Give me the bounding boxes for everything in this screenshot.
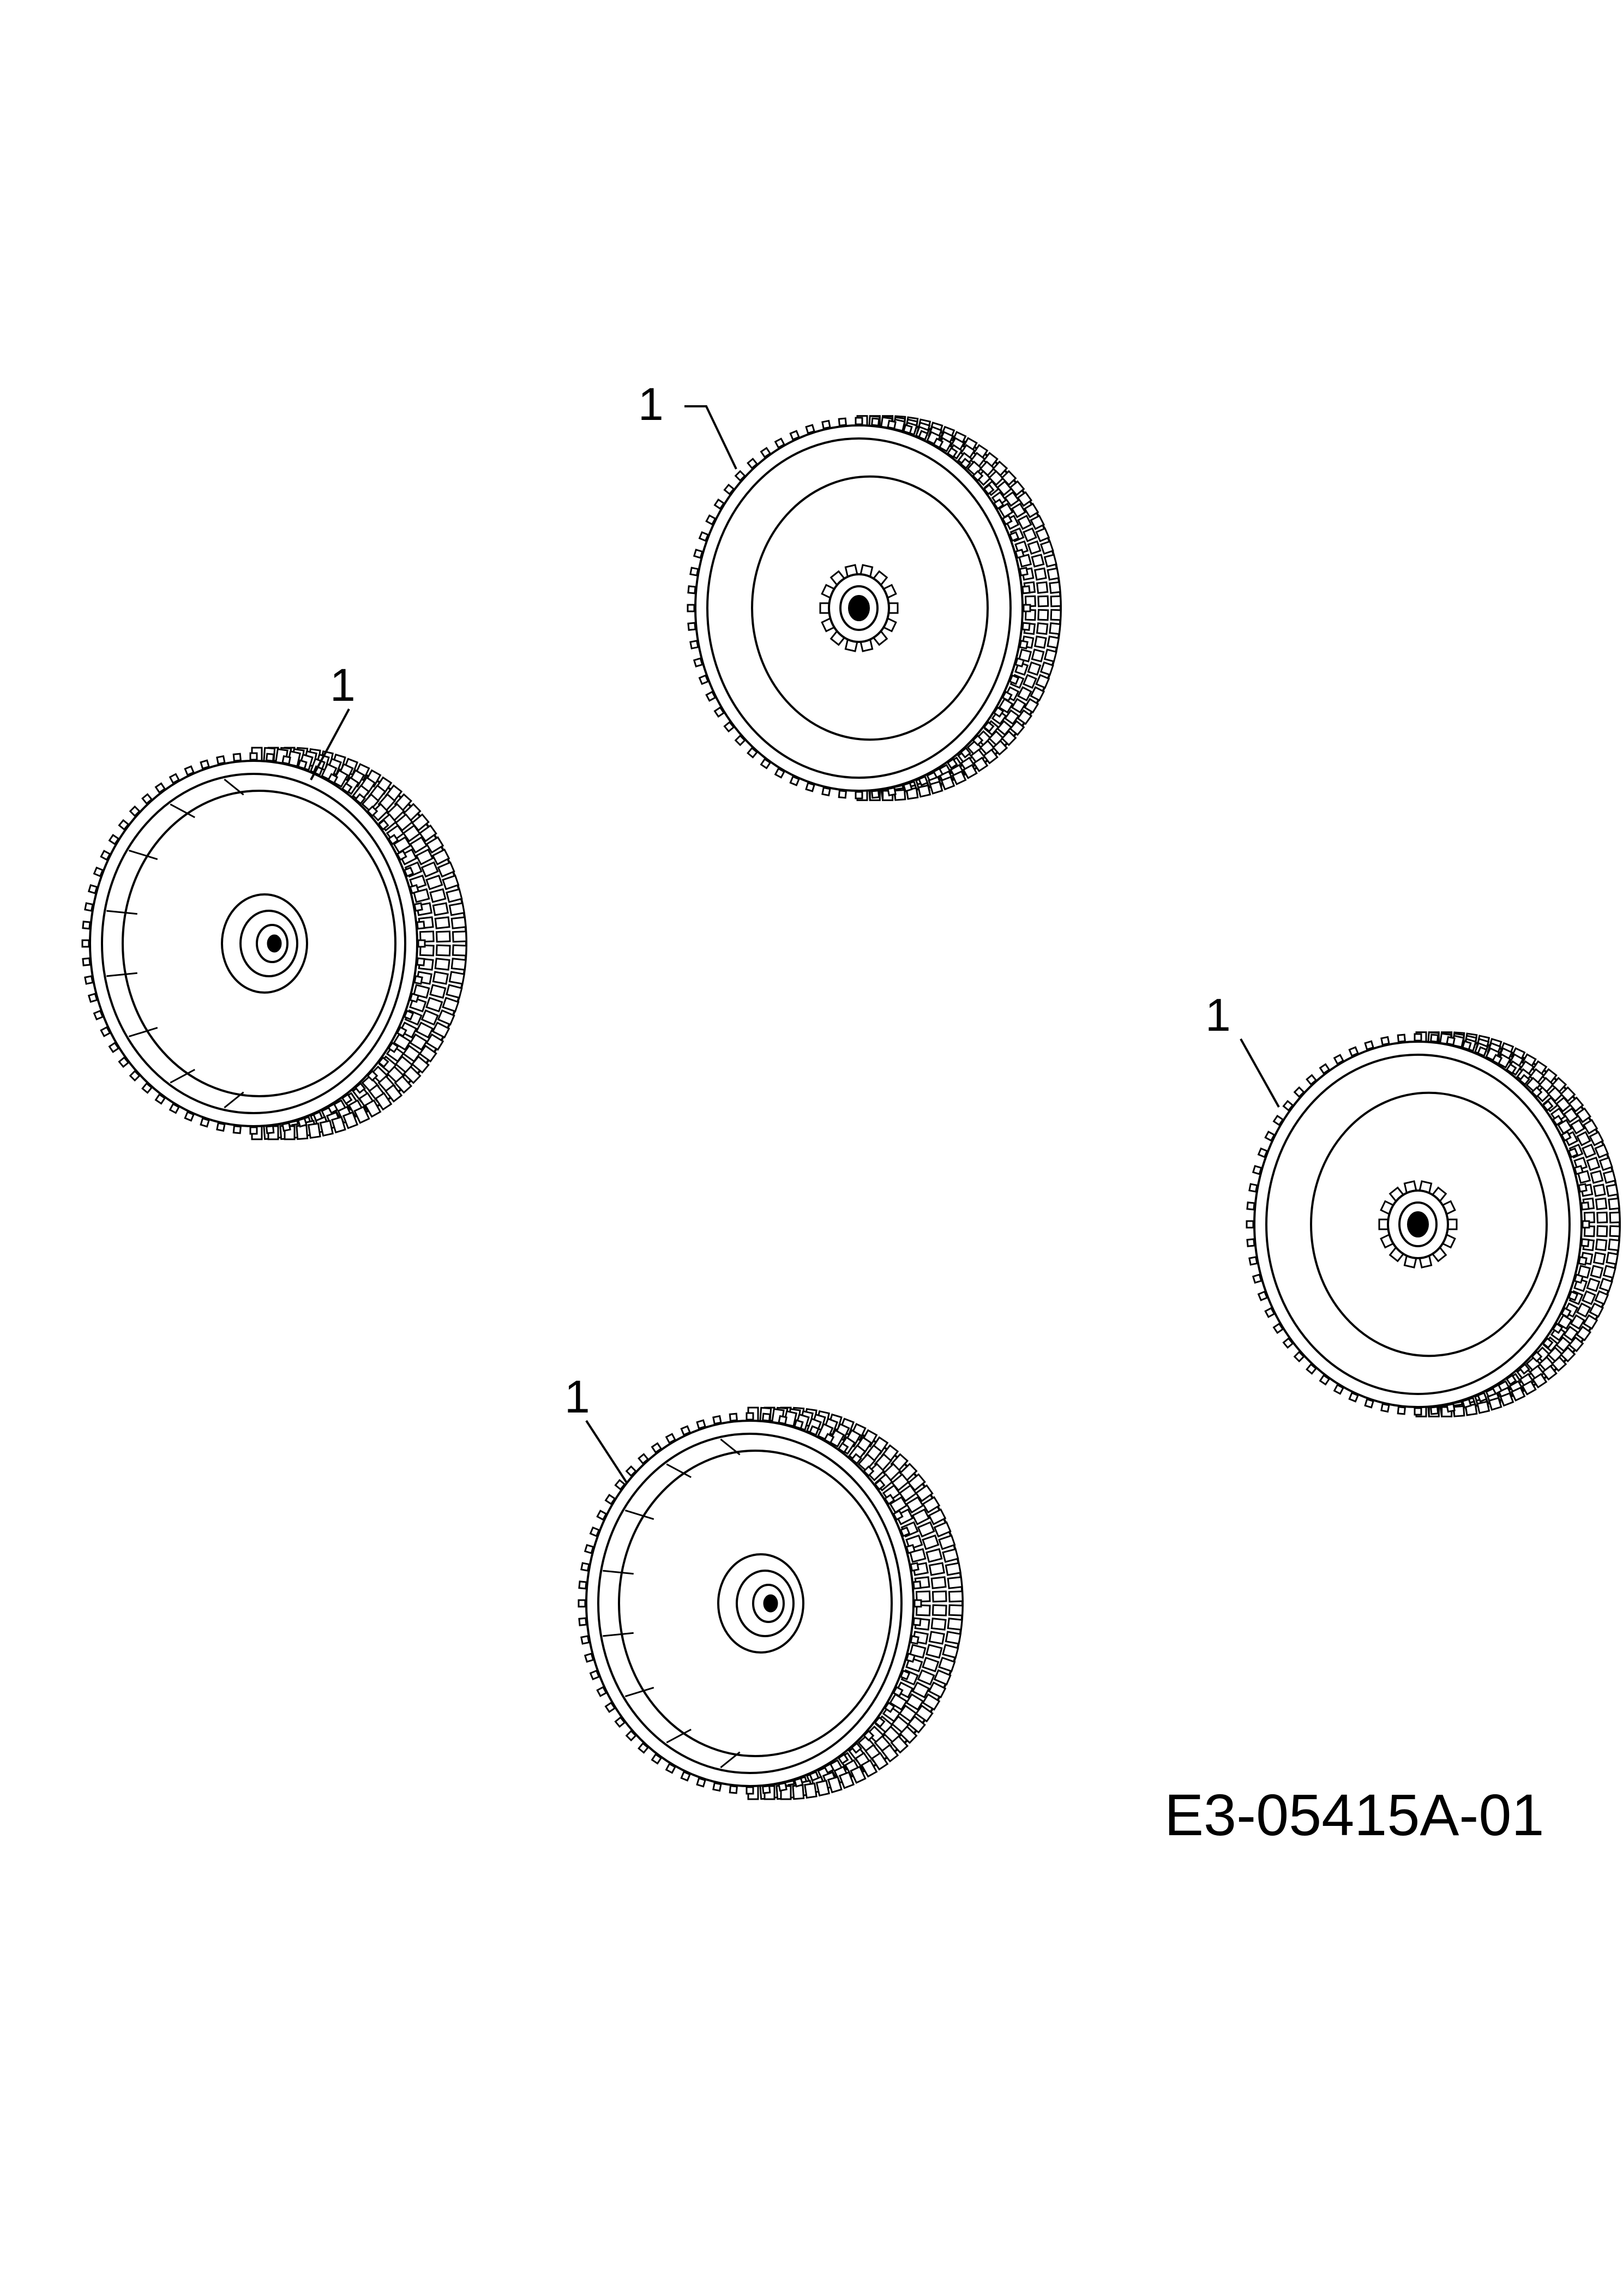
wheel-top-sprocket (819, 564, 899, 652)
leader-line-bottom (585, 1420, 628, 1484)
wheel-right (1246, 1031, 1621, 1417)
wheel-bottom (578, 1407, 964, 1800)
wheel-left-tread (81, 747, 467, 1140)
wheel-right-sprocket (1378, 1180, 1458, 1269)
wheel-left-hub (221, 893, 308, 994)
leader-line-left (310, 708, 350, 780)
wheel-bottom-ribs (603, 1438, 741, 1769)
callout-number-top: 1 (638, 378, 664, 430)
wheel-top (687, 415, 1062, 801)
wheel-left-ribs (106, 778, 244, 1109)
leader-line-top (684, 405, 737, 470)
callout-number-right: 1 (1205, 989, 1231, 1041)
leader-line-right (1240, 1038, 1280, 1108)
wheel-bottom-hub (717, 1553, 804, 1654)
wheel-bottom-tread (578, 1407, 964, 1800)
wheel-top-tread (687, 415, 1062, 801)
callout-number-bottom: 1 (564, 1371, 590, 1422)
callout-number-left: 1 (330, 659, 356, 711)
wheel-left (81, 747, 467, 1140)
wheel-right-tread (1246, 1031, 1621, 1417)
drawing-code-label: E3-05415A-01 (1164, 1782, 1544, 1848)
